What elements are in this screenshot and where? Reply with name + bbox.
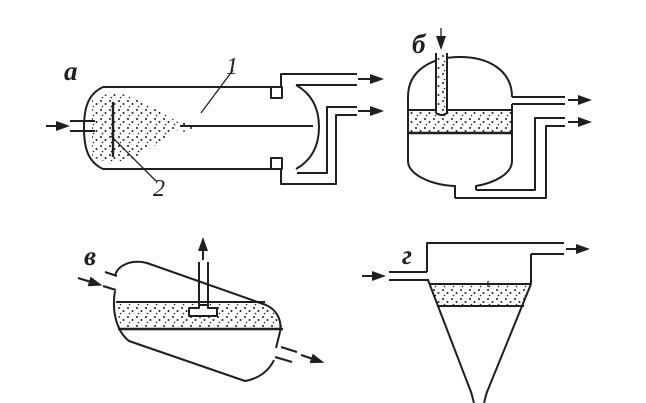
vessel-b-dome [407, 56, 513, 98]
panel-a-label: а [64, 56, 78, 86]
vessel-a-right-head [295, 84, 320, 170]
inlet-pipe-g [389, 271, 429, 281]
cone-left-slope-g [427, 279, 475, 403]
outlet-arrow-v-icon [300, 353, 325, 364]
vapor-pipe-v [198, 262, 209, 306]
callout-1-leader [200, 69, 234, 114]
outlet-stub-v [274, 346, 298, 363]
outlet-pipe-top-b [512, 96, 565, 105]
liquid-band-stipple-b [409, 111, 511, 132]
flange-notch-bottom-a [270, 157, 283, 170]
inlet-arrow-v-icon [77, 276, 103, 287]
panel-g-label: г [402, 240, 412, 270]
callout-2-leader [110, 135, 157, 182]
recirc-pipe-outer-b [455, 125, 565, 199]
outlet-pipe-top-outer-a [280, 73, 357, 87]
inlet-pipe-a [70, 120, 95, 132]
feed-tube-b [435, 53, 448, 116]
liquid-band-stipple-g [431, 285, 530, 305]
vessel-a-shell [103, 86, 281, 170]
outlet-pipe-bottom-inner-a [297, 106, 357, 174]
panel-v: в [77, 237, 325, 382]
vessel-v-lower-outline [112, 290, 275, 382]
spray-stipple-a [92, 92, 178, 164]
recirc-pipe-inner-b [476, 117, 565, 191]
panel-a: а 1 2 [46, 54, 384, 202]
spray-trail-dots-a [182, 122, 198, 132]
callout-2-label: 2 [153, 176, 165, 202]
feed-tube-stipple-b [436, 54, 447, 112]
panel-g: г [362, 240, 590, 403]
vessel-a-left-head [83, 86, 104, 170]
vessel-g-top-box [426, 242, 564, 272]
cone-right-slope-g [483, 283, 532, 403]
panel-b: б [407, 28, 592, 199]
vapor-pipe-foot-v [188, 304, 218, 317]
callout-1-label: 1 [226, 54, 238, 80]
outlet-pipe-bottom-outer-a [280, 114, 357, 185]
panel-v-label: в [84, 241, 96, 271]
flange-notch-top-a [270, 86, 283, 99]
vessel-b-bottom-bowl [407, 160, 513, 198]
panel-b-label: б [412, 29, 427, 59]
